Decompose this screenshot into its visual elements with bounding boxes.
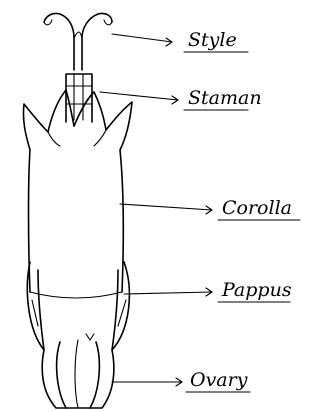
stamen-arrow [100, 92, 178, 100]
label-pappus: Pappus [218, 279, 292, 302]
label-style-text: Style [188, 29, 237, 51]
pappus-part [27, 262, 129, 350]
label-ovary: Ovary [186, 369, 250, 392]
style-part [44, 13, 112, 70]
label-pappus-text: Pappus [221, 279, 292, 301]
label-stamen: Staman [184, 87, 262, 110]
corolla-part [23, 90, 132, 298]
corolla-arrow [120, 204, 212, 210]
ovary-part [42, 334, 114, 408]
label-style: Style [184, 29, 248, 52]
label-stamen-text: Staman [188, 87, 262, 109]
style-arrow [112, 34, 172, 42]
label-corolla: Corolla [218, 197, 300, 220]
label-ovary-text: Ovary [190, 369, 248, 391]
pappus-arrow [124, 292, 212, 294]
label-corolla-text: Corolla [222, 197, 292, 219]
